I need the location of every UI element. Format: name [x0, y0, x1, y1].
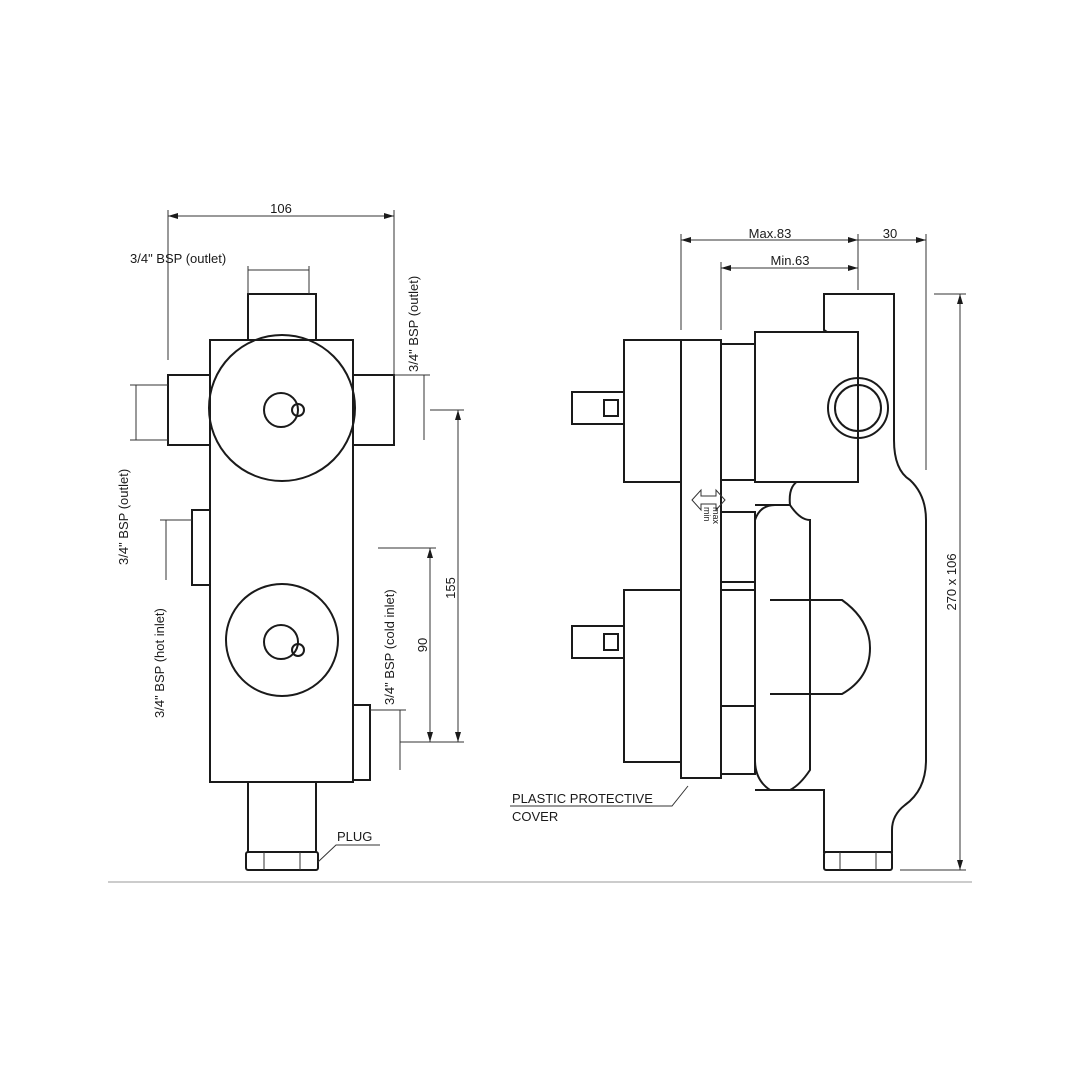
min-depth-label: Min.63	[770, 253, 809, 268]
right-outlet-pipe	[351, 374, 395, 446]
cover-label-line1: PLASTIC PROTECTIVE	[512, 791, 653, 806]
cover-label-line2: COVER	[512, 809, 558, 824]
upper-spindle	[263, 392, 299, 428]
plug-label: PLUG	[337, 829, 372, 844]
dim-155-label: 155	[443, 577, 458, 599]
width-dim-label: 106	[270, 201, 292, 216]
protective-cover	[680, 339, 722, 779]
upper-dial	[208, 334, 356, 482]
front-view: 106 3/4" BSP (outlet) 3/4" BSP (outlet) …	[116, 201, 464, 871]
side-outlet	[827, 377, 889, 439]
dim-90-label: 90	[415, 638, 430, 652]
depth-30-label: 30	[883, 226, 897, 241]
side-view: min max Max.83 30	[510, 226, 966, 871]
lower-spindle	[263, 624, 299, 660]
left-outlet-pipe	[167, 374, 213, 446]
min-mark: min	[702, 507, 712, 522]
upper-handle	[623, 339, 682, 483]
height-dim-label: 270 x 106	[944, 553, 959, 610]
upper-stem	[571, 391, 625, 425]
hot-inlet-label: 3/4" BSP (hot inlet)	[152, 608, 167, 718]
top-outlet-label: 3/4" BSP (outlet)	[130, 251, 226, 266]
max-depth-label: Max.83	[749, 226, 792, 241]
hot-inlet-pipe	[191, 509, 211, 586]
max-mark: max	[711, 507, 721, 525]
plug-nut	[245, 851, 319, 871]
cold-inlet-label: 3/4" BSP (cold inlet)	[382, 589, 397, 705]
valve-body	[209, 339, 354, 783]
lower-handle	[623, 589, 682, 763]
lower-dial	[225, 583, 339, 697]
lower-stem	[571, 625, 625, 659]
bottom-pipe	[247, 781, 317, 853]
cold-inlet-pipe	[351, 704, 371, 781]
left-outlet-label: 3/4" BSP (outlet)	[116, 469, 131, 565]
right-outlet-label: 3/4" BSP (outlet)	[406, 276, 421, 372]
